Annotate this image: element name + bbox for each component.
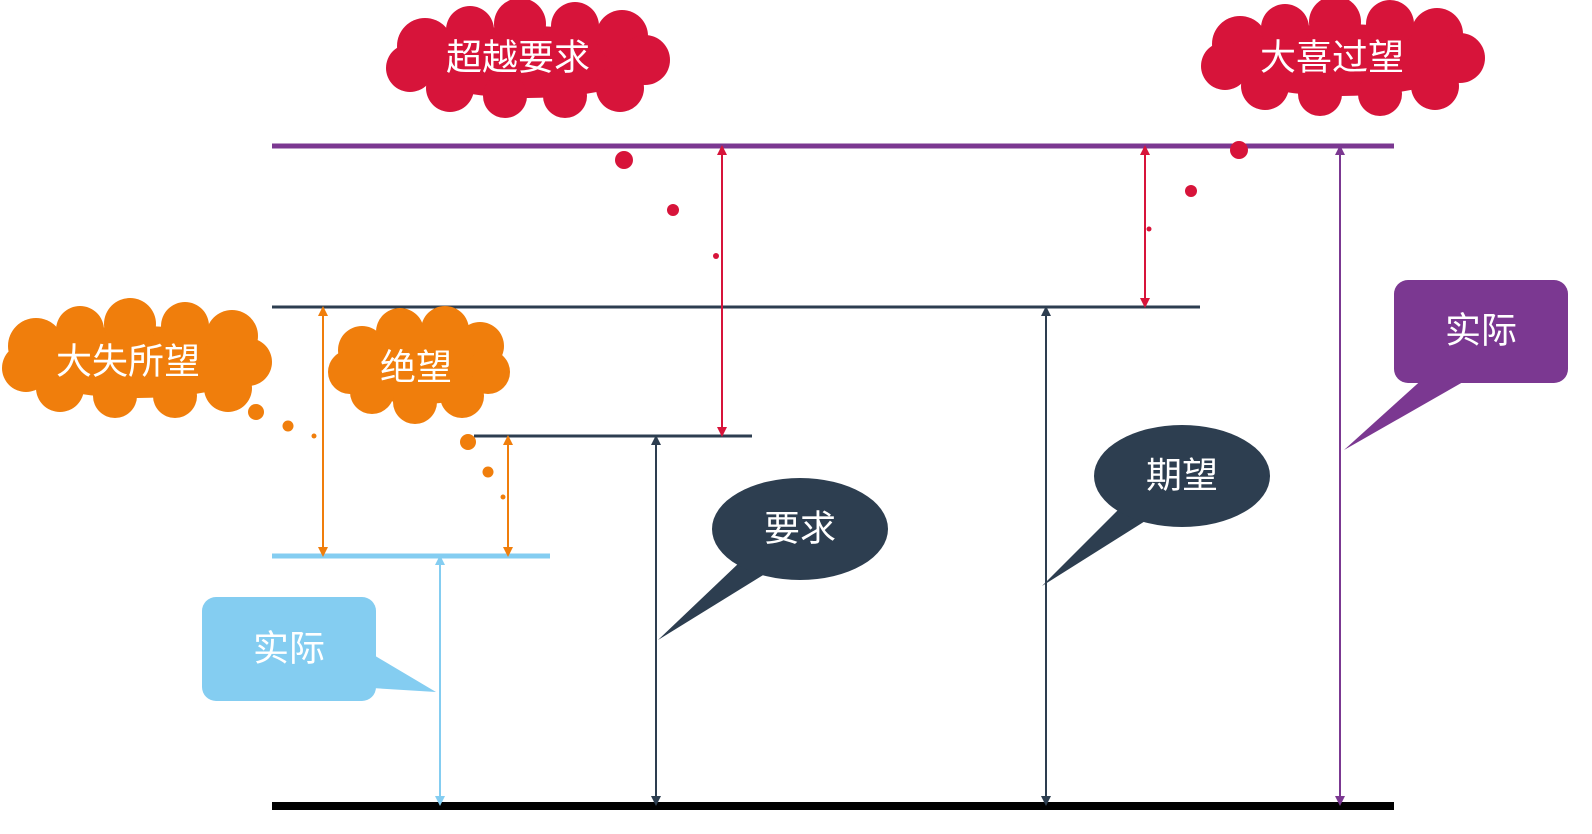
thought-dot [482, 466, 494, 478]
cloud-exceed-requirement: 超越要求 [386, 0, 670, 118]
thought-dot [667, 204, 679, 216]
label-requirement: 要求 [764, 509, 836, 550]
thought-dot [460, 434, 476, 450]
cloud-pleasant-surprise: 大喜过望 [1201, 0, 1485, 116]
label-actual-low: 实际 [253, 629, 325, 670]
thought-dot [1146, 226, 1152, 232]
label-despair: 绝望 [380, 348, 452, 389]
label-disappointed: 大失所望 [56, 342, 200, 383]
label-expectation: 期望 [1146, 456, 1218, 497]
thought-dot [248, 404, 264, 420]
thought-dot [1230, 141, 1248, 159]
thought-dot [713, 253, 719, 259]
thought-dot [282, 420, 294, 432]
thought-dot [1185, 185, 1197, 197]
cloud-disappointed: 大失所望 [2, 298, 272, 418]
callout-actual-high: 实际 [1344, 280, 1568, 450]
label-exceed-requirement: 超越要求 [446, 38, 590, 79]
label-actual-high: 实际 [1445, 311, 1517, 352]
thought-dot [500, 494, 506, 500]
callout-actual-low: 实际 [202, 597, 436, 701]
thought-dot [311, 433, 317, 439]
callout-requirement: 要求 [658, 478, 888, 640]
cloud-despair: 绝望 [328, 306, 510, 424]
callout-expectation: 期望 [1042, 425, 1270, 586]
thought-dot [615, 151, 633, 169]
label-pleasant-surprise: 大喜过望 [1260, 38, 1404, 79]
